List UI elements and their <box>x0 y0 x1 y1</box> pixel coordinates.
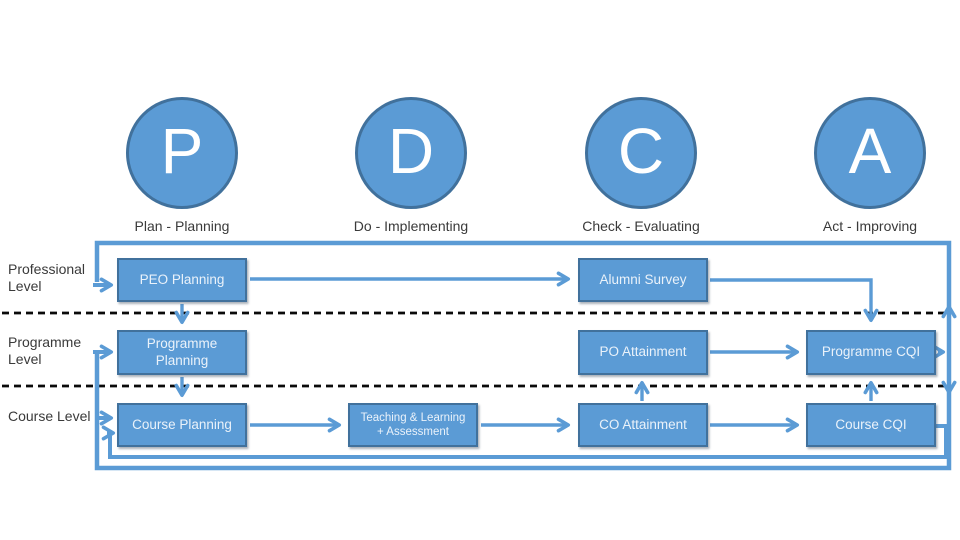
level-label-course: Course Level <box>8 408 91 424</box>
box-peo-planning-label: PEO Planning <box>139 271 225 287</box>
box-co-attainment-label: CO Attainment <box>599 416 687 432</box>
pdca-circle-check: C <box>585 97 697 209</box>
box-course-cqi-label: Course CQI <box>835 416 907 432</box>
box-co-attainment: CO Attainment <box>578 403 708 447</box>
pdca-circle-act: A <box>814 97 926 209</box>
pdca-letter-plan: P <box>160 115 204 187</box>
box-programme-planning: Programme Planning <box>117 330 247 375</box>
box-teaching-learning-assessment: Teaching & Learning + Assessment <box>348 403 478 447</box>
box-programme-planning-label: Programme Planning <box>146 336 218 368</box>
box-programme-cqi-label: Programme CQI <box>821 344 921 360</box>
pdca-letter-act: A <box>848 115 892 187</box>
process-connectors <box>174 271 946 433</box>
caption-plan: Plan - Planning <box>134 218 230 234</box>
teaching-learning-line1: Teaching & Learning <box>360 411 466 424</box>
box-course-planning-label: Course Planning <box>132 416 232 432</box>
pdca-circle-do: D <box>355 97 467 209</box>
level-label-professional: Professional Level <box>8 261 86 294</box>
pdca-letter-do: D <box>387 115 435 187</box>
box-alumni-survey: Alumni Survey <box>578 258 708 302</box>
caption-do: Do - Implementing <box>353 218 469 234</box>
teaching-learning-line2: + Assessment <box>377 426 449 438</box>
level-divider-lines <box>2 311 947 388</box>
box-programme-cqi: Programme CQI <box>806 330 936 375</box>
course-cqi-feedback-loop <box>101 424 948 459</box>
box-po-attainment: PO Attainment <box>578 330 708 375</box>
caption-check: Check - Evaluating <box>582 218 700 234</box>
box-po-attainment-label: PO Attainment <box>599 344 687 360</box>
outer-feedback-loop <box>93 240 957 471</box>
level-label-programme: Programme Level <box>8 334 82 367</box>
box-teaching-learning-assessment-label: Teaching & Learning + Assessment <box>361 411 466 439</box>
box-peo-planning: PEO Planning <box>117 258 247 302</box>
pdca-circle-plan: P <box>126 97 238 209</box>
box-course-planning: Course Planning <box>117 403 247 447</box>
arrow-alumni-to-programme-cqi <box>710 278 879 323</box>
caption-act: Act - Improving <box>822 218 918 234</box>
box-course-cqi: Course CQI <box>806 403 936 447</box>
outer-loop-border <box>94 240 952 471</box>
course-cqi-loop-line <box>108 424 948 459</box>
pdca-letter-check: C <box>617 115 665 187</box>
box-alumni-survey-label: Alumni Survey <box>599 271 687 287</box>
